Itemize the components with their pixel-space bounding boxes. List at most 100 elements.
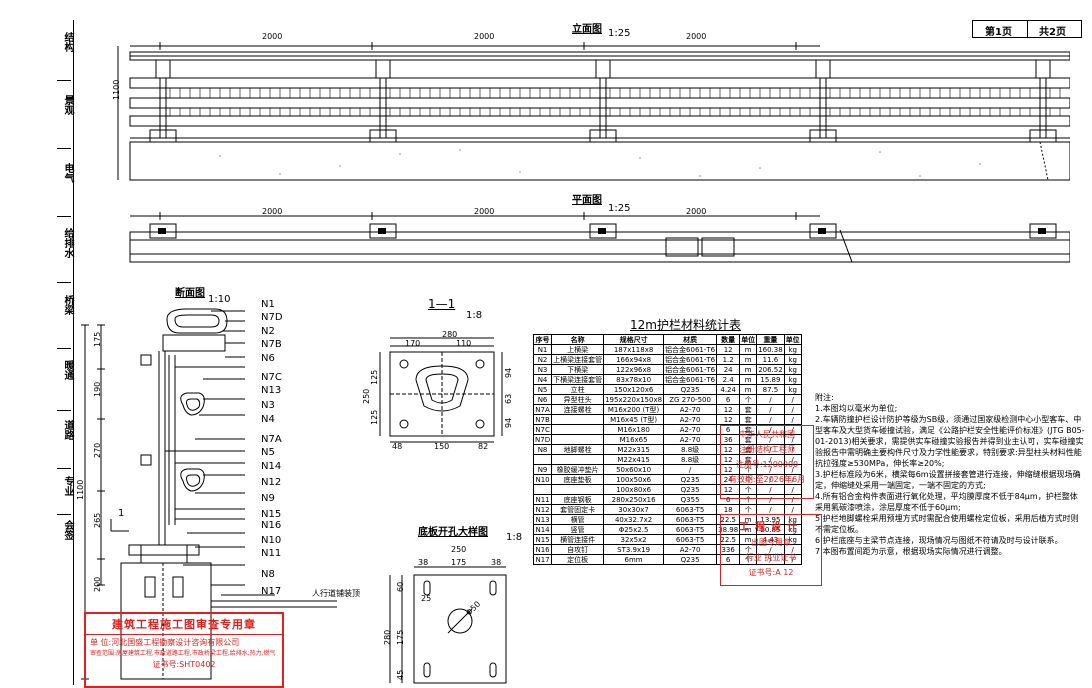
materials-cell: 铝合金6061-T6	[663, 344, 718, 355]
materials-cell: N15	[532, 534, 553, 545]
materials-cell: N9	[532, 464, 553, 475]
elevation-dim: 2000	[474, 32, 495, 41]
materials-cell: 套管固定卡	[551, 504, 605, 515]
materials-cell: 地脚螺栓	[551, 444, 605, 455]
materials-cell: 100x50x6	[603, 474, 665, 485]
reg-stamp-role: 注册结构工程师	[739, 445, 795, 454]
materials-cell: 40x32.7x2	[603, 514, 665, 525]
materials-cell: 280x250x16	[603, 494, 665, 505]
materials-cell: M16x180	[603, 424, 665, 435]
design-seal-line1: 工程设计	[739, 522, 803, 533]
detail11-dim: 48	[392, 442, 403, 451]
baseplate-dim: 38	[418, 558, 429, 567]
materials-cell: N7B	[532, 414, 553, 425]
materials-cell: 160.38	[756, 344, 785, 355]
detail11-title: 1—1	[428, 297, 456, 311]
materials-cell: 6063-T5	[663, 534, 718, 545]
materials-cell: N13	[532, 514, 553, 525]
materials-cell: 自攻钉	[551, 544, 605, 555]
discipline-label: 专业	[62, 476, 73, 496]
materials-cell: 11.6	[756, 354, 785, 365]
materials-header-cell: 规格尺寸	[603, 334, 665, 345]
materials-cell: A2-70	[663, 404, 718, 415]
materials-cell: /	[783, 504, 802, 515]
baseplate-dim: 60	[396, 581, 405, 592]
materials-cell: 6063-T5	[663, 514, 718, 525]
sidewalk-label: 人行道铺装顶	[312, 589, 360, 598]
elevation-title: 立面图	[572, 24, 602, 35]
callout-label: N10	[261, 535, 282, 546]
materials-cell: 立柱	[551, 384, 605, 395]
callout-label: N7C	[261, 372, 282, 383]
section-scale: 1:10	[208, 294, 231, 305]
materials-cell: 套	[739, 404, 758, 415]
materials-cell: 个	[739, 394, 758, 405]
detail11-dim: 94	[504, 367, 513, 378]
materials-cell: 18	[716, 504, 741, 515]
detail11-dim: 170	[405, 339, 421, 348]
section-dim: 190	[93, 381, 102, 397]
plan-title: 平面图	[572, 195, 602, 206]
elevation-drawing	[117, 42, 1070, 181]
discipline-label: 道路	[62, 420, 73, 440]
materials-cell: 100x80x6	[603, 484, 665, 495]
materials-cell: 下横梁连接套管	[551, 374, 605, 385]
detail11-dim: 82	[478, 442, 489, 451]
reg-stamp-name: 中华人民共和国	[739, 430, 795, 439]
baseplate-title: 底板开孔大样图	[418, 527, 488, 538]
materials-cell: /	[756, 414, 785, 425]
materials-cell: 横管	[551, 514, 605, 525]
callout-label: N15	[261, 509, 282, 520]
design-seal: 工程设计 出图专用章 行业 执业证书 证书号:A 12	[720, 514, 822, 586]
reg-stamp-number: 注册号:1200000	[735, 460, 799, 469]
callout-label: N17	[261, 586, 282, 597]
callout-label: N5	[261, 447, 275, 458]
discipline-label: 结构	[62, 32, 73, 52]
materials-header-cell: 材质	[663, 334, 718, 345]
materials-cell: M22x415	[603, 454, 665, 465]
materials-cell: 下横梁	[551, 364, 605, 375]
materials-cell: 206.52	[756, 364, 785, 375]
materials-cell	[551, 424, 605, 435]
materials-cell: 6	[716, 554, 741, 565]
materials-cell: N1	[532, 344, 553, 355]
materials-cell: kg	[783, 344, 802, 355]
elevation-dim: 2000	[686, 32, 707, 41]
materials-cell: 166x94x8	[603, 354, 665, 365]
section-dim: 200	[93, 576, 102, 592]
discipline-label: 景观	[62, 95, 73, 115]
callout-label: N12	[261, 477, 282, 488]
materials-cell: Q235	[663, 474, 718, 485]
materials-cell	[551, 414, 605, 425]
discipline-label: 电气	[62, 163, 73, 183]
page-number-box: 第1页 共2页	[972, 20, 1082, 38]
materials-cell: 6mm	[603, 554, 665, 565]
section-detail-mark: 1	[118, 508, 125, 519]
materials-cell: Q355	[663, 494, 718, 505]
discipline-label: 会签	[62, 520, 73, 540]
materials-cell: M16x45 (T型)	[603, 414, 665, 425]
materials-cell: 2.4	[716, 374, 741, 385]
discipline-label: 给排水	[62, 228, 73, 258]
section-dim: 270	[93, 442, 102, 458]
materials-cell: 8.8级	[663, 444, 718, 455]
materials-cell: 竖管	[551, 524, 605, 535]
materials-cell: /	[756, 394, 785, 405]
materials-cell: ZG 270-500	[663, 394, 718, 405]
materials-cell	[551, 454, 605, 465]
materials-cell: 底座垫板	[551, 474, 605, 485]
section-dim: 175	[93, 331, 102, 347]
detail11-scale: 1:8	[466, 310, 483, 321]
materials-cell: 铝合金6061-T6	[663, 354, 718, 365]
detail11-drawing	[379, 337, 503, 443]
materials-cell: N2	[532, 354, 553, 365]
elevation-dim: 2000	[262, 32, 283, 41]
materials-cell: kg	[783, 374, 802, 385]
materials-cell: N3	[532, 364, 553, 375]
